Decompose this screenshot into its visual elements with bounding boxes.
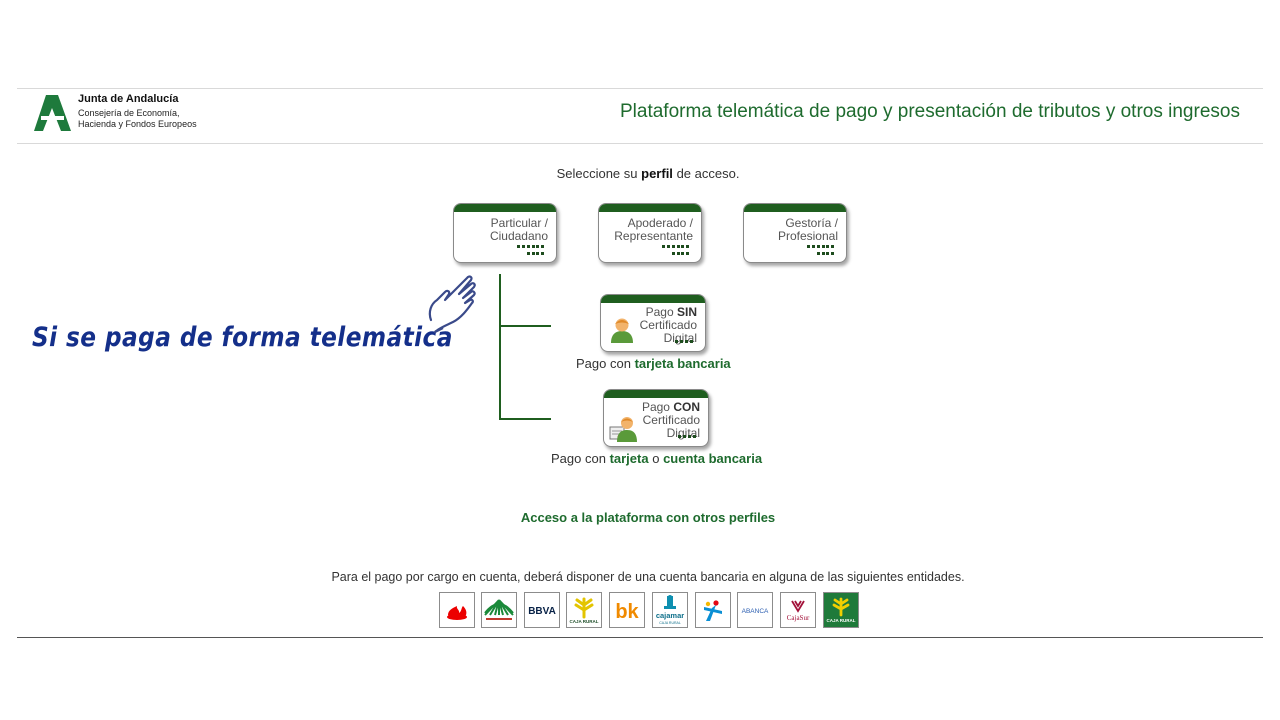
card-label: Gestoría / Profesional xyxy=(778,217,838,243)
svg-text:cajamar: cajamar xyxy=(656,611,684,620)
card-title-prefix: Pago xyxy=(645,305,674,319)
dots-icon xyxy=(512,243,546,257)
santander-flame-icon xyxy=(447,606,467,620)
label-bold-2: cuenta bancaria xyxy=(663,451,763,466)
org-name: Junta de Andalucía xyxy=(78,93,179,105)
card-header-bar xyxy=(601,295,705,303)
card-header-bar xyxy=(454,204,556,212)
card-header-bar xyxy=(604,390,708,398)
kutxabank-wordmark: bk xyxy=(615,601,639,623)
org-dept-line2: Hacienda y Fondos Europeos xyxy=(78,119,197,129)
label-bold: tarjeta bancaria xyxy=(634,356,731,371)
card-label-line2: Certificado xyxy=(639,318,697,332)
other-profiles-link[interactable]: Acceso a la plataforma con otros perfile… xyxy=(520,510,776,525)
user-certificate-icon xyxy=(609,417,637,442)
profile-prompt: Seleccione su perfil de acceso. xyxy=(0,166,1280,181)
pay-with-certificate-label: Pago con tarjeta o cuenta bancaria xyxy=(551,451,762,466)
card-header-bar xyxy=(744,204,846,212)
bank-logo-unicaja[interactable] xyxy=(481,592,517,628)
org-department: Consejería de Economía, Hacienda y Fondo… xyxy=(78,108,197,130)
junta-logo-icon xyxy=(33,94,73,132)
bank-logo-caixabank[interactable] xyxy=(695,592,731,628)
pointing-hand-icon xyxy=(428,275,476,334)
card-label-line1: Gestoría / xyxy=(785,216,838,230)
caja-rural-wheat-icon: CAJA RURAL xyxy=(569,597,599,624)
bank-logo-santander[interactable] xyxy=(439,592,475,628)
card-label-line2: Representante xyxy=(614,229,693,243)
svg-text:ABANCA: ABANCA xyxy=(742,608,769,615)
footer-divider xyxy=(17,637,1263,638)
org-dept-line1: Consejería de Economía, xyxy=(78,108,180,118)
prompt-after: de acceso. xyxy=(676,166,740,181)
card-header-bar xyxy=(599,204,701,212)
card-label: Apoderado / Representante xyxy=(614,217,693,243)
card-label-line3: Digital xyxy=(663,331,697,345)
svg-text:CAJA RURAL: CAJA RURAL xyxy=(569,619,598,624)
profile-card-apoderado[interactable]: Apoderado / Representante xyxy=(598,203,702,263)
banks-intro-text: Para el pago por cargo en cuenta, deberá… xyxy=(331,570,965,584)
annotation-text: Si se paga de forma telemática xyxy=(32,322,453,353)
bank-logo-kutxabank[interactable]: bk xyxy=(609,592,645,628)
dots-icon xyxy=(678,425,698,443)
card-label: Pago CON Certificado Digital xyxy=(642,401,700,440)
bank-logo-abanca[interactable]: ABANCA xyxy=(737,592,773,628)
card-label: Pago SIN Certificado Digital xyxy=(640,306,697,345)
dots-icon xyxy=(802,243,836,257)
pay-without-certificate-card[interactable]: Pago SIN Certificado Digital xyxy=(600,294,706,352)
card-label-line1: Apoderado / xyxy=(627,216,693,230)
label-bold-1: tarjeta xyxy=(609,451,649,466)
dots-icon xyxy=(675,330,695,348)
svg-text:BBVA: BBVA xyxy=(528,606,556,617)
card-title-prefix: Pago xyxy=(641,400,670,414)
user-icon xyxy=(611,318,633,343)
card-label-line3: Digital xyxy=(666,426,700,440)
label-mid: o xyxy=(652,451,660,466)
cajasur-icon: CajaSur xyxy=(787,600,810,622)
platform-title: Plataforma telemática de pago y presenta… xyxy=(620,101,1240,122)
card-title-bold: CON xyxy=(673,400,700,414)
pay-without-certificate-label: Pago con tarjeta bancaria xyxy=(576,356,731,371)
label-prefix: Pago con xyxy=(576,356,631,371)
profile-card-gestoria[interactable]: Gestoría / Profesional xyxy=(743,203,847,263)
bank-logo-caja-rural-green[interactable]: CAJA RURAL xyxy=(823,592,859,628)
header-top-divider xyxy=(17,88,1263,89)
tree-connector-branch-sin xyxy=(499,325,551,327)
bank-logo-cajasur[interactable]: CajaSur xyxy=(780,592,816,628)
profile-card-particular[interactable]: Particular / Ciudadano xyxy=(453,203,557,263)
header-bottom-divider xyxy=(17,143,1263,144)
abanca-wordmark: ABANCA xyxy=(742,608,769,615)
svg-text:CajaSur: CajaSur xyxy=(787,614,810,622)
card-title-bold: SIN xyxy=(676,305,697,319)
card-label-line2: Certificado xyxy=(642,413,700,427)
bank-logo-caja-rural-yellow[interactable]: CAJA RURAL xyxy=(566,592,602,628)
pay-with-certificate-card[interactable]: Pago CON Certificado Digital xyxy=(603,389,709,447)
prompt-bold: perfil xyxy=(641,166,673,181)
label-prefix: Pago con xyxy=(551,451,606,466)
tree-connector-branch-con xyxy=(499,418,551,420)
tree-connector-vertical xyxy=(499,274,501,420)
caixabank-star-icon xyxy=(704,600,722,621)
card-label-line2: Ciudadano xyxy=(489,229,548,243)
cajamar-icon: cajamar CAJA RURAL xyxy=(656,595,684,625)
bbva-wordmark: BBVA xyxy=(528,606,556,617)
svg-text:bk: bk xyxy=(615,601,639,623)
caja-rural-green-icon: CAJA RURAL xyxy=(824,593,858,627)
bank-logo-bbva[interactable]: BBVA xyxy=(524,592,560,628)
svg-text:CAJA RURAL: CAJA RURAL xyxy=(659,621,681,625)
unicaja-tree-icon xyxy=(484,599,514,620)
card-label-line2: Profesional xyxy=(777,229,838,243)
svg-text:CAJA RURAL: CAJA RURAL xyxy=(826,618,855,623)
prompt-before: Seleccione su xyxy=(556,166,638,181)
card-label-line1: Particular / xyxy=(490,216,548,230)
bank-logo-cajamar[interactable]: cajamar CAJA RURAL xyxy=(652,592,688,628)
card-label: Particular / Ciudadano xyxy=(490,217,548,243)
dots-icon xyxy=(657,243,691,257)
